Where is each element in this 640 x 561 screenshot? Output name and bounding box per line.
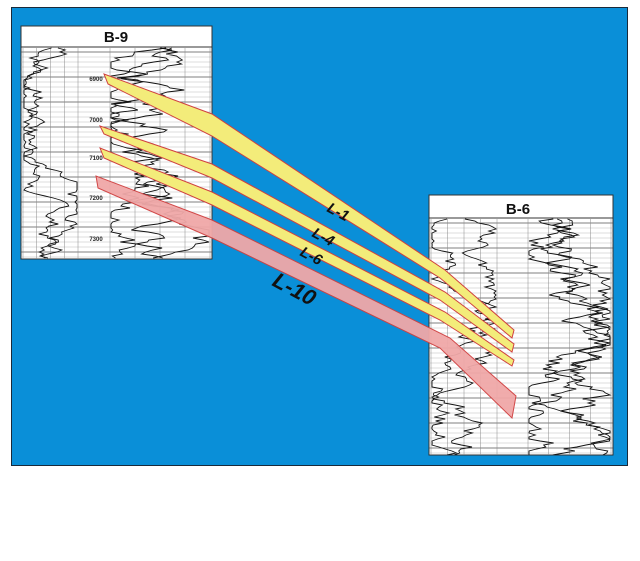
band-l6 bbox=[99, 147, 515, 367]
depth-label: 7100 bbox=[89, 156, 103, 162]
depth-label: 7300 bbox=[89, 237, 103, 243]
depth-label: 7000 bbox=[89, 118, 103, 124]
well-log-b6: B-6 bbox=[428, 194, 614, 456]
band-l1 bbox=[103, 73, 515, 339]
band-l4 bbox=[99, 125, 515, 353]
band-l10 bbox=[95, 175, 517, 420]
depth-label: 7200 bbox=[89, 196, 103, 202]
well-title-b6: B-6 bbox=[506, 201, 530, 218]
well-title-b9: B-9 bbox=[104, 29, 128, 46]
well-log-b9: B-9 6900 7000 7100 7200 7300 bbox=[20, 25, 213, 260]
correlation-bands bbox=[95, 73, 517, 420]
depth-label: 6900 bbox=[89, 77, 103, 83]
